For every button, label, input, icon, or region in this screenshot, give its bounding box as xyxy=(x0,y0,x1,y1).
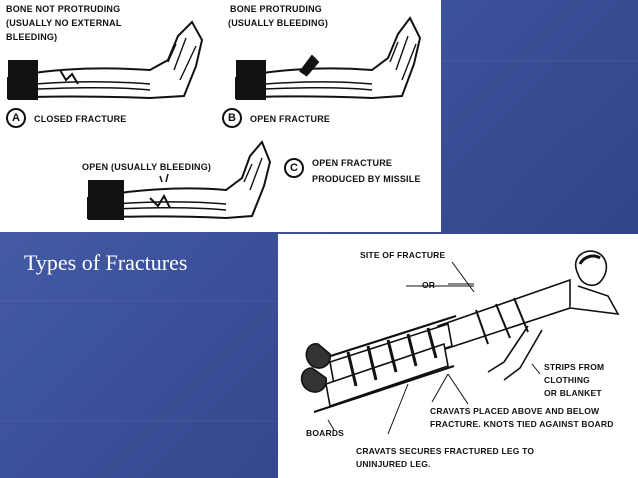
fracture-leg-drawings xyxy=(7,16,422,220)
leg-b-drawing xyxy=(235,16,422,100)
slide-title: Types of Fractures xyxy=(24,250,188,275)
splinted-patient-drawing xyxy=(300,250,620,435)
fig-b-caption-line-1: BONE PROTRUDING xyxy=(230,4,323,14)
fig-a-caption-line-3: BLEEDING) xyxy=(6,32,58,42)
fig-c-caption: OPEN (USUALLY BLEEDING) xyxy=(82,162,212,172)
fracture-types-illustration: BONE NOT PROTRUDING (USUALLY NO EXTERNAL… xyxy=(0,0,441,232)
or-label: OR xyxy=(422,280,436,290)
secures-label-line-1: CRAVATS SECURES FRACTURED LEG TO xyxy=(356,446,535,456)
leg-a-drawing xyxy=(7,20,204,100)
splinting-illustration: SITE OF FRACTURE OR STRIPS FROM CLOTHING… xyxy=(278,234,638,478)
fig-a-caption-line-1: BONE NOT PROTRUDING xyxy=(6,4,121,14)
secures-label-line-2: UNINJURED LEG. xyxy=(356,459,431,469)
fig-b-letter-badge: B xyxy=(222,108,242,128)
fig-a-label: CLOSED FRACTURE xyxy=(34,114,127,124)
site-of-fracture-label: SITE OF FRACTURE xyxy=(360,250,446,260)
strips-label-line-2: CLOTHING xyxy=(544,375,590,385)
cravats-label-line-2: FRACTURE. KNOTS TIED AGAINST BOARD xyxy=(430,419,614,429)
strips-label-line-1: STRIPS FROM xyxy=(544,362,605,372)
cravats-label-line-1: CRAVATS PLACED ABOVE AND BELOW xyxy=(430,406,600,416)
boards-label: BOARDS xyxy=(306,428,345,438)
leg-c-drawing xyxy=(87,140,272,220)
fig-b-label: OPEN FRACTURE xyxy=(250,114,331,124)
fig-c-label-line-2: PRODUCED BY MISSILE xyxy=(312,174,421,184)
fig-a-caption-line-2: (USUALLY NO EXTERNAL xyxy=(6,18,122,28)
fig-b-caption-line-2: (USUALLY BLEEDING) xyxy=(228,18,329,28)
fig-a-letter-badge: A xyxy=(6,108,26,128)
fig-c-label-line-1: OPEN FRACTURE xyxy=(312,158,393,168)
strips-label-line-3: OR BLANKET xyxy=(544,388,602,398)
fig-c-letter-badge: C xyxy=(284,158,304,178)
